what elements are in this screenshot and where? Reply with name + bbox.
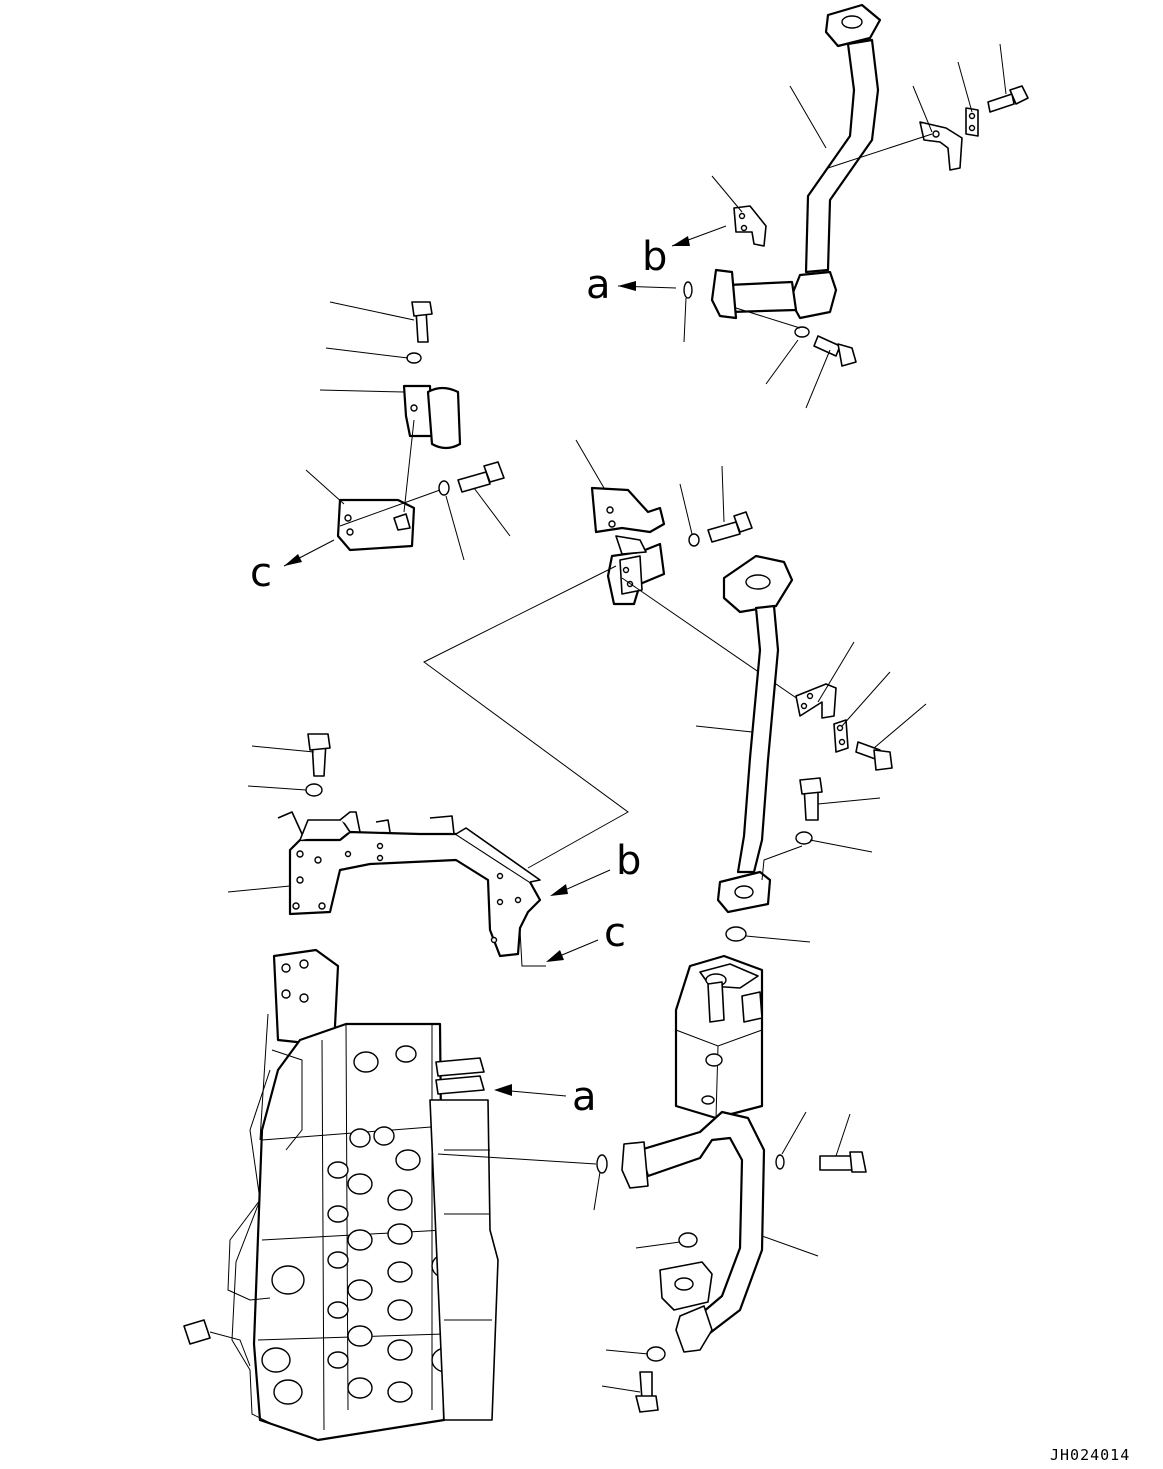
main-bracket — [227, 733, 611, 967]
center-bracket-assembly — [423, 439, 809, 869]
label-a-top: a — [586, 262, 611, 308]
label-b-top: b — [642, 234, 667, 280]
right-tube-assembly — [695, 554, 927, 914]
drawing-code: JH024014 — [1050, 1446, 1130, 1464]
label-c-left: c — [250, 550, 272, 596]
upper-tube-assembly — [617, 3, 1029, 409]
label-b-bracket: b — [616, 838, 641, 884]
label-c-bracket: c — [604, 910, 626, 956]
control-valve — [183, 948, 499, 1442]
label-a-valve: a — [572, 1074, 597, 1120]
spool-stack — [261, 1045, 461, 1405]
right-valve-block — [437, 926, 867, 1413]
left-clamp-assembly — [283, 301, 511, 567]
